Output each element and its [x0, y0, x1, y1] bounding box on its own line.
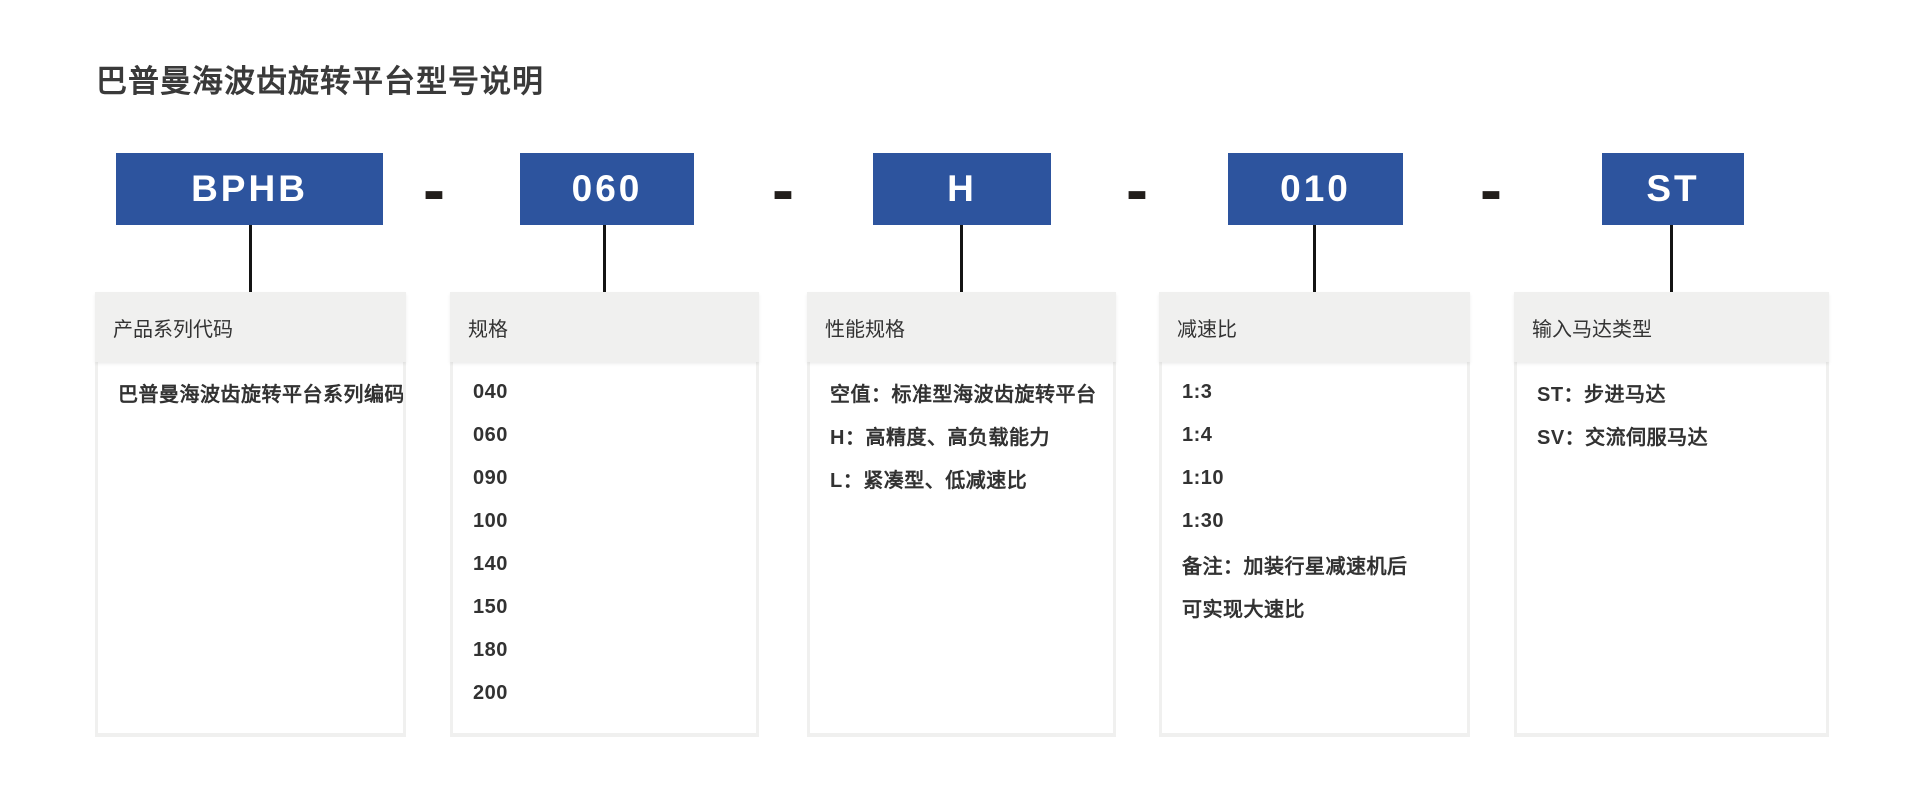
code-separator-dash: - — [772, 152, 794, 226]
column-input-motor-type: 输入马达类型 ST：步进马达 SV：交流伺服马达 — [1514, 292, 1829, 737]
connector-line — [249, 225, 252, 292]
content-line: 空值：标准型海波齿旋转平台 — [830, 384, 1097, 406]
content-line: 巴普曼海波齿旋转平台系列编码 — [118, 384, 403, 406]
page-title: 巴普曼海波齿旋转平台型号说明 — [96, 64, 544, 99]
content-line: ST：步进马达 — [1537, 384, 1667, 406]
content-line: L：紧凑型、低减速比 — [830, 470, 1028, 492]
content-line: 150 — [473, 596, 508, 618]
content-line: 可实现大速比 — [1182, 599, 1305, 621]
content-line: 090 — [473, 467, 508, 489]
column-header: 减速比 — [1159, 292, 1470, 362]
code-separator-dash: - — [1126, 152, 1148, 226]
code-separator-dash: - — [423, 152, 445, 226]
content-line: 040 — [473, 381, 508, 403]
content-line: 1:3 — [1182, 381, 1213, 403]
column-header: 产品系列代码 — [95, 292, 406, 362]
content-line: 140 — [473, 553, 508, 575]
column-performance-spec: 性能规格 空值：标准型海波齿旋转平台 H：高精度、高负载能力 L：紧凑型、低减速比 — [807, 292, 1116, 737]
column-product-series: 产品系列代码 巴普曼海波齿旋转平台系列编码 — [95, 292, 406, 737]
column-header: 规格 — [450, 292, 759, 362]
content-line: 180 — [473, 639, 508, 661]
content-line: 060 — [473, 424, 508, 446]
code-segment-series: BPHB — [116, 153, 383, 225]
column-header: 性能规格 — [807, 292, 1116, 362]
code-segment-performance: H — [873, 153, 1051, 225]
content-line: 200 — [473, 682, 508, 704]
content-line: 100 — [473, 510, 508, 532]
column-body: ST：步进马达 SV：交流伺服马达 — [1517, 362, 1826, 733]
connector-line — [1670, 225, 1673, 292]
content-line: 1:30 — [1182, 510, 1225, 532]
connector-line — [603, 225, 606, 292]
content-line: SV：交流伺服马达 — [1537, 427, 1709, 449]
column-body: 巴普曼海波齿旋转平台系列编码 — [98, 362, 403, 733]
content-line: H：高精度、高负载能力 — [830, 427, 1050, 449]
column-body: 1:3 1:4 1:10 1:30 备注：加装行星减速机后可实现大速比 — [1162, 362, 1467, 733]
connector-line — [1313, 225, 1316, 292]
column-size-spec: 规格 040 060 090 100 140 150 180 200 — [450, 292, 759, 737]
column-body: 040 060 090 100 140 150 180 200 — [453, 362, 756, 733]
content-line: 1:10 — [1182, 467, 1225, 489]
code-segment-motor: ST — [1602, 153, 1744, 225]
content-line: 备注：加装行星减速机后 — [1182, 556, 1408, 578]
code-separator-dash: - — [1480, 152, 1502, 226]
code-segment-size: 060 — [520, 153, 694, 225]
connector-line — [960, 225, 963, 292]
code-segment-ratio: 010 — [1228, 153, 1403, 225]
column-body: 空值：标准型海波齿旋转平台 H：高精度、高负载能力 L：紧凑型、低减速比 — [810, 362, 1113, 733]
column-reduction-ratio: 减速比 1:3 1:4 1:10 1:30 备注：加装行星减速机后可实现大速比 — [1159, 292, 1470, 737]
content-line: 1:4 — [1182, 424, 1213, 446]
column-header: 输入马达类型 — [1514, 292, 1829, 362]
